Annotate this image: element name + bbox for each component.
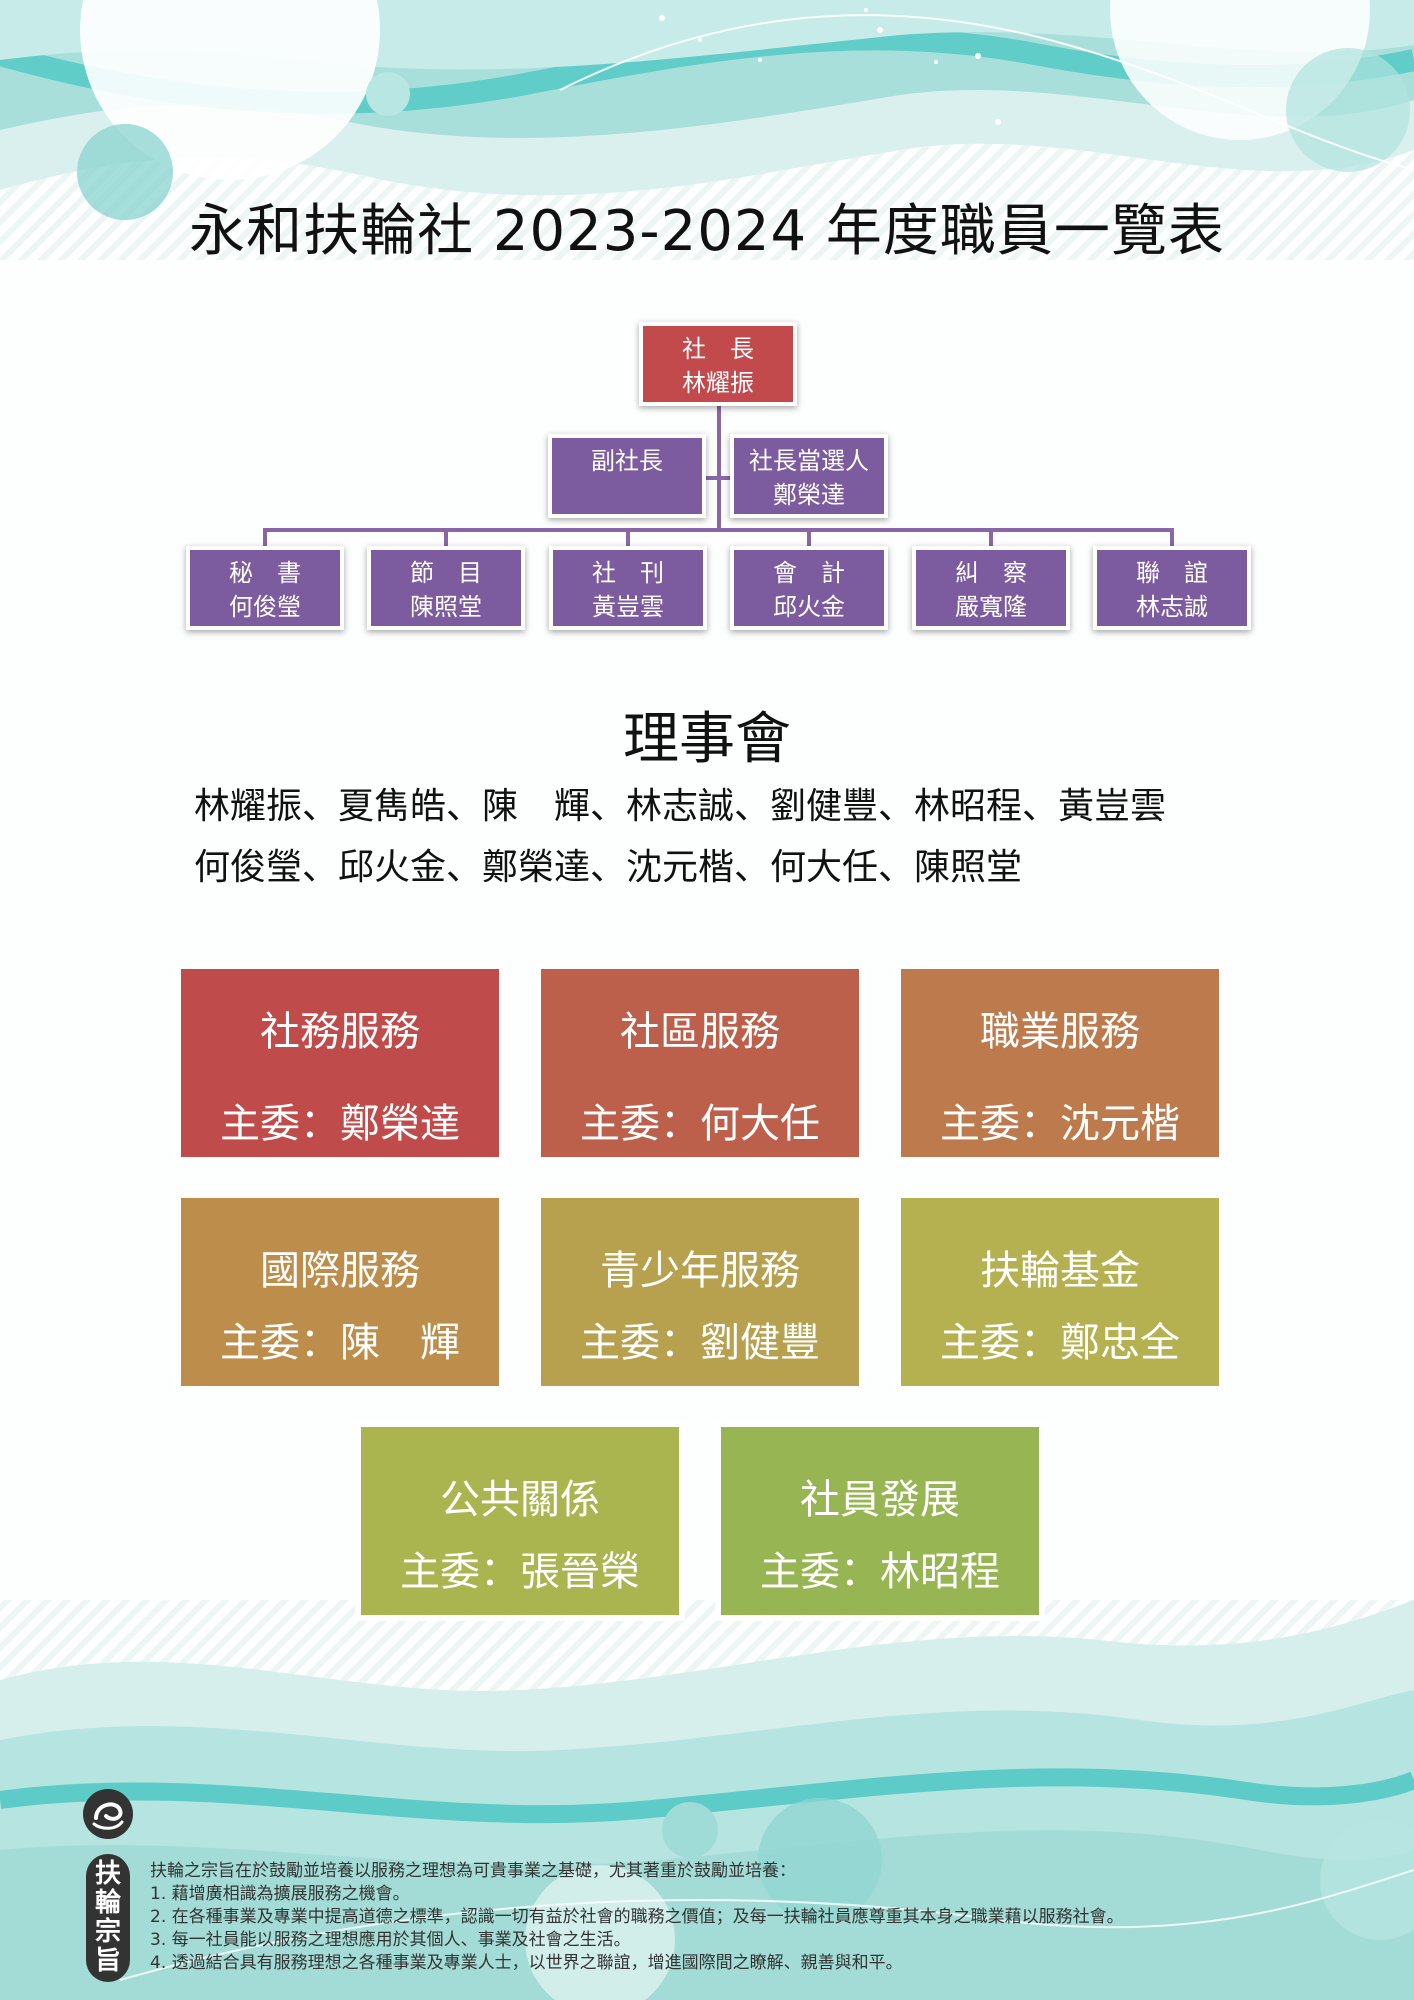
president-elect-name: 鄭榮達 [773, 481, 845, 509]
connector-officer-5 [989, 528, 993, 548]
officer-role: 社 刊 [592, 559, 664, 587]
board-members-line-2: 何俊瑩、邱火金、鄭榮達、沈元楷、何大任、陳照堂 [194, 847, 1023, 888]
president-elect-box: 社長當選人 鄭榮達 [730, 434, 888, 518]
rotary-swirl-icon [83, 1789, 133, 1839]
president-role: 社 長 [682, 335, 754, 363]
officer-box-fellowship: 聯 誼 林志誠 [1093, 546, 1251, 630]
officer-name: 嚴寬隆 [955, 593, 1027, 621]
rotary-object-logo: 扶 輪 宗 旨 [82, 1788, 134, 1988]
committee-name: 社員發展 [800, 1477, 960, 1523]
page-title: 永和扶輪社 2023-2024 年度職員一覽表 [189, 199, 1225, 264]
committee-chair: 主委：鄭忠全 [940, 1320, 1180, 1366]
committee-card-vocational-service: 職業服務 主委：沈元楷 [901, 969, 1219, 1157]
logo-char: 旨 [94, 1946, 121, 1976]
mission-item: 2. 在各種事業及專業中提高道德之標準，認識一切有益於社會的職務之價值；及每一扶… [150, 1907, 1124, 1927]
president-box: 社 長 林耀振 [639, 322, 797, 406]
officer-name: 邱火金 [773, 593, 845, 621]
board-members-line-1: 林耀振、夏雋皓、陳 輝、林志誠、劉健豐、林昭程、黃豈雲 [194, 786, 1167, 827]
connector-officer-3 [626, 528, 630, 548]
committee-name: 職業服務 [980, 1009, 1140, 1055]
president-elect-role: 社長當選人 [749, 447, 869, 475]
officer-box-program: 節 目 陳照堂 [367, 546, 525, 630]
connector-officer-2 [444, 528, 448, 548]
vice-president-role: 副社長 [591, 447, 663, 475]
mission-item: 4. 透過結合具有服務理想之各種事業及專業人士，以世界之聯誼，增進國際間之瞭解、… [150, 1953, 903, 1973]
committee-chair: 主委：陳 輝 [220, 1320, 460, 1366]
committee-name: 青少年服務 [600, 1248, 800, 1294]
connector-officer-4 [807, 528, 811, 548]
connector-vice-row [705, 476, 733, 480]
committee-chair: 主委：劉健豐 [580, 1320, 820, 1366]
officer-role: 會 計 [773, 559, 845, 587]
committee-card-membership: 社員發展 主委：林昭程 [721, 1427, 1039, 1615]
committee-name: 扶輪基金 [980, 1248, 1140, 1294]
board-title: 理事會 [623, 707, 791, 772]
officer-role: 秘 書 [229, 559, 301, 587]
logo-char: 輪 [94, 1888, 121, 1918]
committee-name: 社區服務 [620, 1009, 780, 1055]
committee-card-community-service: 社區服務 主委：何大任 [541, 969, 859, 1157]
committee-name: 公共關係 [440, 1477, 600, 1523]
president-name: 林耀振 [682, 369, 754, 397]
committee-card-club-service: 社務服務 主委：鄭榮達 [181, 969, 499, 1157]
mission-item: 1. 藉增廣相識為擴展服務之機會。 [150, 1884, 410, 1904]
officer-role: 聯 誼 [1136, 559, 1208, 587]
committee-name: 社務服務 [260, 1009, 420, 1055]
officer-name: 何俊瑩 [229, 593, 301, 621]
officer-name: 黃豈雲 [592, 593, 664, 621]
officer-box-secretary: 秘 書 何俊瑩 [186, 546, 344, 630]
committee-card-rotary-foundation: 扶輪基金 主委：鄭忠全 [901, 1198, 1219, 1386]
logo-text-badge: 扶 輪 宗 旨 [86, 1854, 130, 1982]
committee-chair: 主委：林昭程 [760, 1549, 1000, 1595]
officer-box-treasurer: 會 計 邱火金 [730, 546, 888, 630]
vice-president-box: 副社長 [548, 434, 706, 518]
logo-char: 宗 [94, 1917, 121, 1947]
mission-item: 3. 每一社員能以服務之理想應用於其個人、事業及社會之生活。 [150, 1930, 631, 1950]
committee-card-international-service: 國際服務 主委：陳 輝 [181, 1198, 499, 1386]
mission-intro: 扶輪之宗旨在於鼓勵並培養以服務之理想為可貴事業之基礎，尤其著重於鼓勵並培養： [150, 1861, 796, 1881]
officer-box-sergeant: 糾 察 嚴寬隆 [912, 546, 1070, 630]
connector-officer-6 [1170, 528, 1174, 548]
committee-chair: 主委：張晉榮 [400, 1549, 640, 1595]
officer-name: 陳照堂 [410, 593, 482, 621]
connector-officer-bus [263, 528, 1173, 532]
committee-chair: 主委：何大任 [580, 1101, 820, 1147]
logo-char: 扶 [94, 1859, 121, 1889]
officer-role: 節 目 [410, 559, 482, 587]
officer-role: 糾 察 [955, 559, 1027, 587]
committee-name: 國際服務 [260, 1248, 420, 1294]
committee-chair: 主委：沈元楷 [940, 1101, 1180, 1147]
officer-box-bulletin: 社 刊 黃豈雲 [549, 546, 707, 630]
connector-president-trunk [717, 404, 721, 530]
committee-chair: 主委：鄭榮達 [220, 1101, 460, 1147]
connector-officer-1 [263, 528, 267, 548]
officer-name: 林志誠 [1136, 593, 1208, 621]
rotary-mission-text: 扶輪之宗旨在於鼓勵並培養以服務之理想為可貴事業之基礎，尤其著重於鼓勵並培養： 1… [150, 1860, 1390, 1975]
committee-card-public-relations: 公共關係 主委：張晉榮 [361, 1427, 679, 1615]
committee-card-youth-service: 青少年服務 主委：劉健豐 [541, 1198, 859, 1386]
